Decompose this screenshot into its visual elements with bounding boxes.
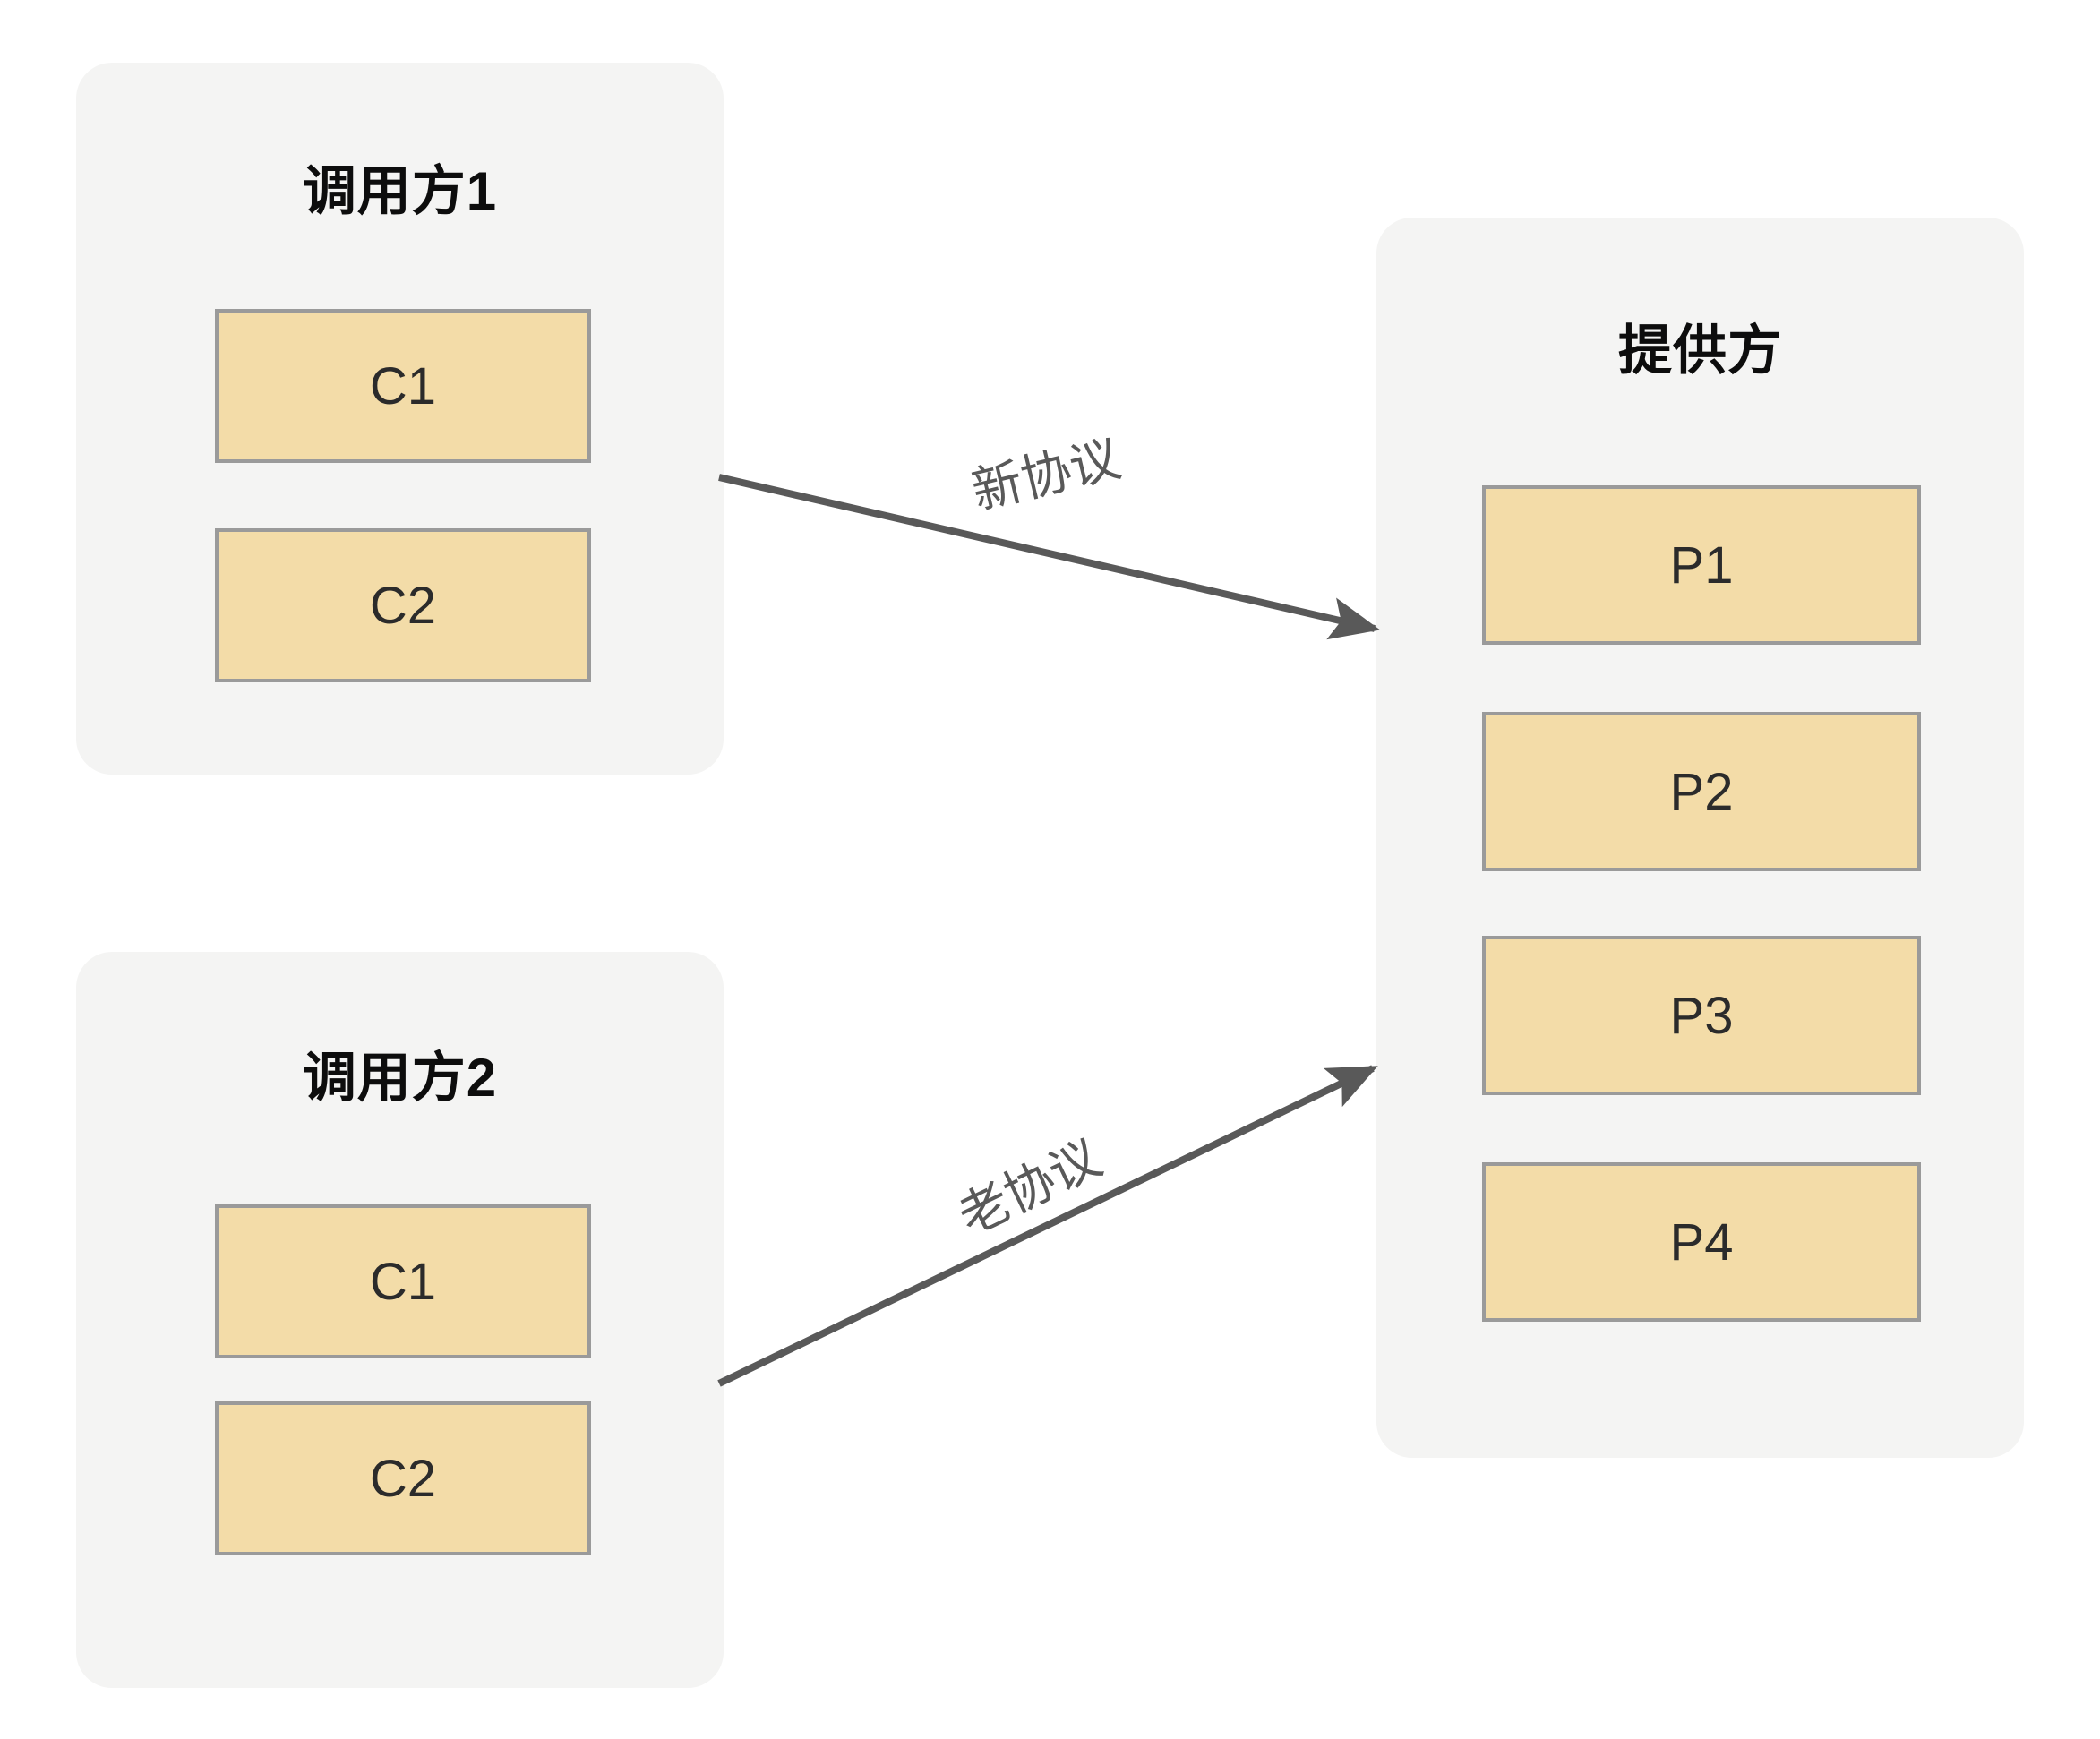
group-caller-2-title: 调用方2 [302,1048,498,1108]
box-provider-p2[interactable]: P2 [1482,712,1921,871]
box-caller1-c2[interactable]: C2 [215,528,591,682]
group-caller-2[interactable]: 调用方2 C1 C2 [76,952,724,1688]
arrow-old-protocol [717,1065,1378,1387]
box-provider-p2-label: P2 [1669,762,1734,821]
edge-label-old-protocol: 老协议 [949,1128,1110,1246]
group-provider-title: 提供方 [1618,321,1782,381]
box-caller1-c1-label: C1 [369,356,437,415]
box-caller1-c1[interactable]: C1 [215,309,591,463]
box-caller2-c1[interactable]: C1 [215,1204,591,1358]
edge-label-new-protocol: 新协议 [966,429,1127,520]
box-provider-p4[interactable]: P4 [1482,1162,1921,1322]
box-caller2-c1-label: C1 [369,1252,437,1311]
group-caller-1[interactable]: 调用方1 C1 C2 [76,63,724,775]
box-caller2-c2-label: C2 [369,1449,437,1508]
group-caller-1-title: 调用方1 [302,161,498,221]
box-caller2-c2[interactable]: C2 [215,1401,591,1555]
box-caller1-c2-label: C2 [369,576,437,635]
box-provider-p1[interactable]: P1 [1482,485,1921,645]
box-provider-p4-label: P4 [1669,1212,1734,1272]
group-provider[interactable]: 提供方 P1 P2 P3 P4 [1376,218,2024,1458]
box-provider-p3-label: P3 [1669,986,1734,1045]
box-provider-p1-label: P1 [1669,535,1734,595]
box-provider-p3[interactable]: P3 [1482,936,1921,1095]
